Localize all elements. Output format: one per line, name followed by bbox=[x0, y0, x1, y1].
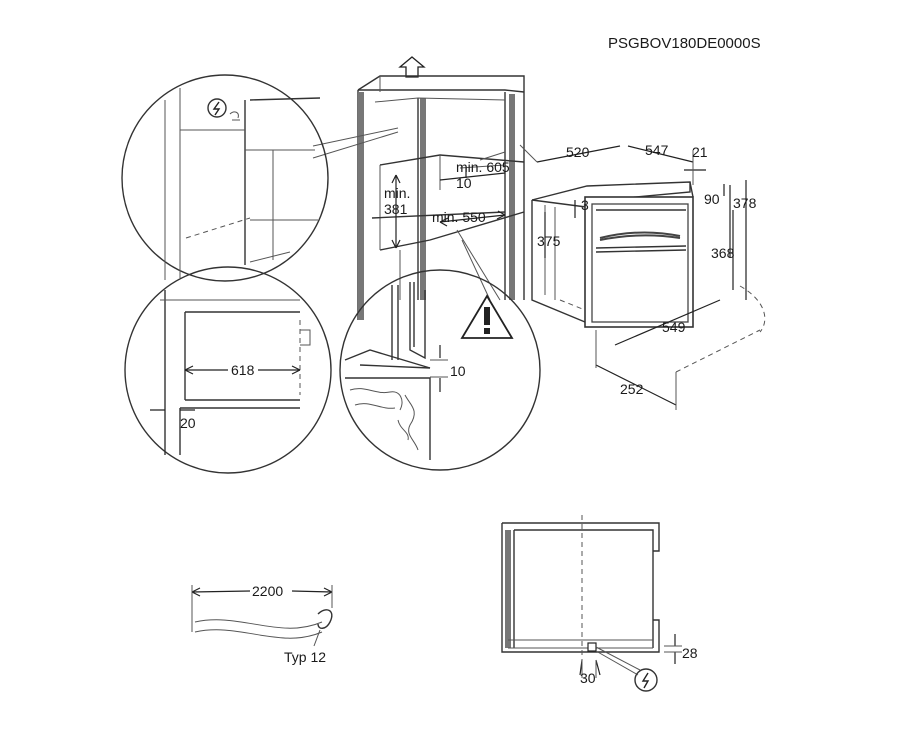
dim-21: 21 bbox=[692, 144, 708, 160]
dim-min-label: min. bbox=[384, 185, 410, 201]
power-symbol-icon bbox=[212, 101, 221, 116]
oven-drawing bbox=[519, 144, 766, 410]
detail-circle-top bbox=[121, 74, 329, 282]
dim-min-605: min. 605 bbox=[456, 159, 510, 175]
cabinet-niche bbox=[357, 56, 525, 320]
dim-549: 549 bbox=[662, 319, 686, 335]
dim-gap-10: 10 bbox=[456, 175, 472, 191]
up-arrow-icon bbox=[398, 56, 426, 78]
cable-type: Typ 12 bbox=[284, 649, 326, 665]
dim-520: 520 bbox=[566, 144, 590, 160]
detail-circle-bottom-left bbox=[124, 266, 332, 474]
dim-20: 20 bbox=[180, 415, 196, 431]
cable-length: 2200 bbox=[252, 583, 283, 599]
dim-3: 3 bbox=[581, 197, 589, 213]
dim-90: 90 bbox=[704, 191, 720, 207]
dim-368: 368 bbox=[711, 245, 735, 261]
detail-circle-warning bbox=[339, 269, 541, 471]
plug-icon bbox=[229, 111, 240, 121]
front-view bbox=[501, 515, 682, 692]
dim-28: 28 bbox=[682, 645, 698, 661]
power-cable bbox=[191, 585, 333, 647]
dim-min-550: min. 550 bbox=[432, 209, 486, 225]
dim-252: 252 bbox=[620, 381, 644, 397]
model-code: PSGBOV180DE0000S bbox=[608, 35, 761, 52]
dim-375: 375 bbox=[537, 233, 561, 249]
dim-10: 10 bbox=[450, 363, 466, 379]
dim-min-381: 381 bbox=[384, 201, 408, 217]
power-symbol-icon bbox=[641, 672, 650, 689]
dim-618: 618 bbox=[231, 362, 255, 378]
dim-547: 547 bbox=[645, 142, 669, 158]
dim-378: 378 bbox=[733, 195, 757, 211]
dim-30: 30 bbox=[580, 670, 596, 686]
